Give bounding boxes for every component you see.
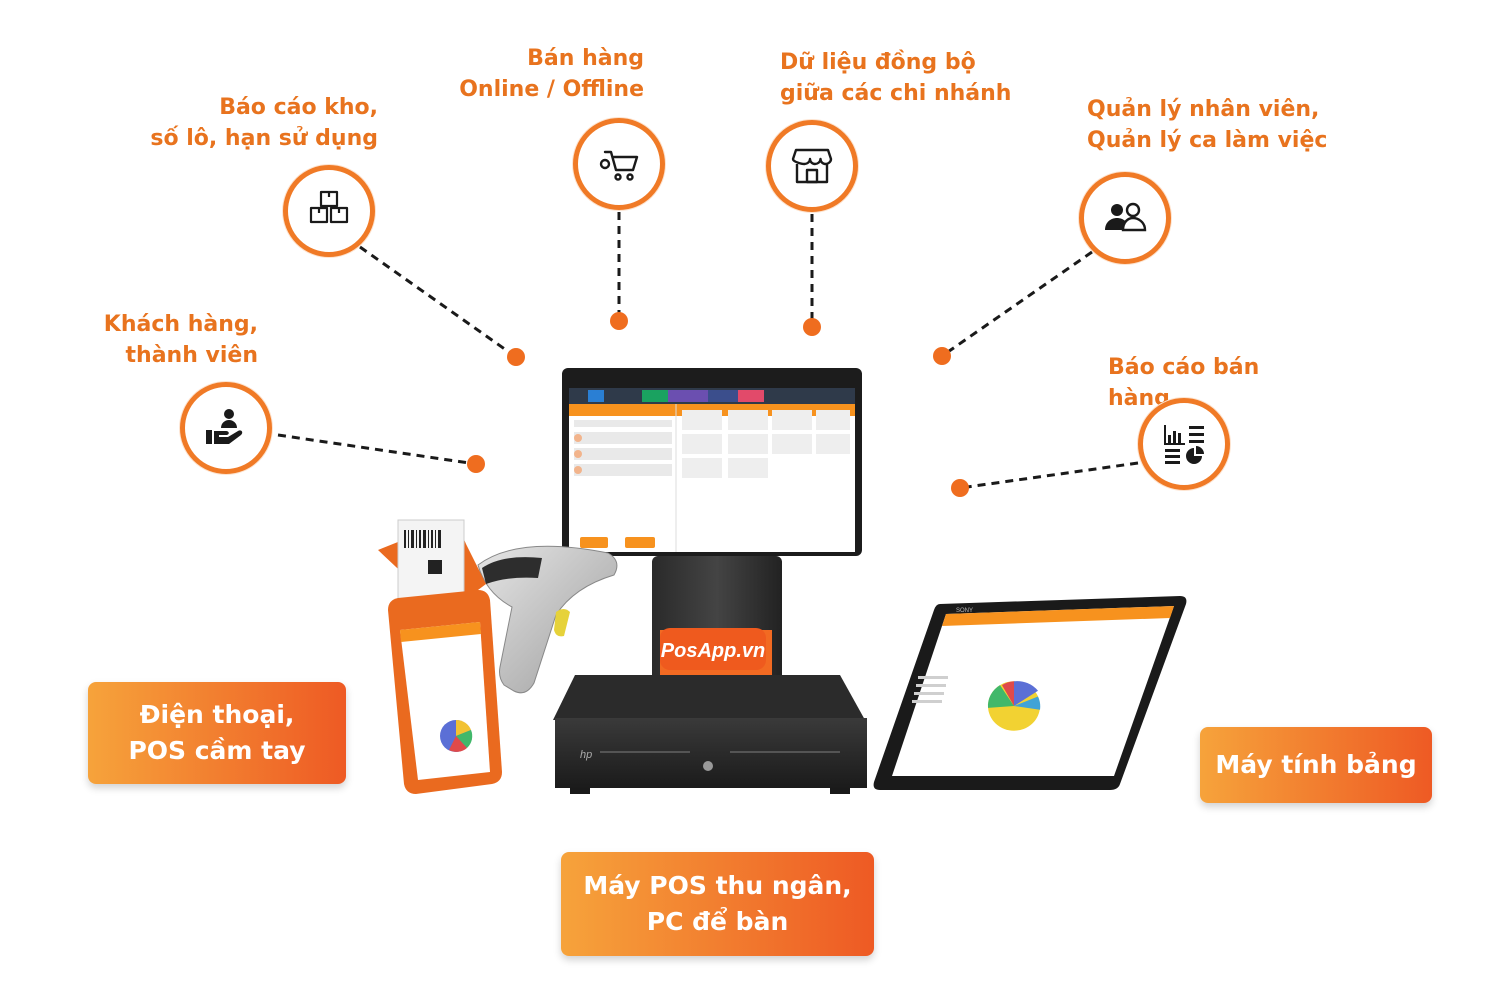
feature-branch-sync-label: Dữ liệu đồng bộ giữa các chi nhánh	[780, 50, 1012, 106]
drawer-logo: hp	[580, 749, 592, 761]
feature-customers-label: Khách hàng, thành viên	[103, 312, 258, 368]
customer-hand-icon	[206, 409, 243, 444]
device-phone-box: Điện thoại, POS cầm tay	[88, 682, 346, 784]
report-chart-icon	[1164, 425, 1204, 464]
shopping-cart-icon	[599, 150, 639, 181]
feature-sales-channel-ring	[573, 118, 665, 210]
users-icon	[1105, 202, 1147, 232]
device-desktop-box: Máy POS thu ngân, PC để bàn	[561, 852, 874, 956]
boxes-icon	[309, 190, 349, 224]
feature-customers-ring	[180, 382, 272, 474]
feature-warehouse-label: Báo cáo kho, số lô, hạn sử dụng	[150, 95, 378, 151]
feature-staff-ring	[1079, 172, 1171, 264]
dot-sales-report	[951, 479, 969, 497]
feature-branch-sync-ring	[766, 120, 858, 212]
feature-sales-report-ring	[1138, 398, 1230, 490]
logo-plate	[660, 628, 766, 670]
barcode-scanner	[477, 545, 618, 694]
dot-sales-channel	[610, 312, 628, 330]
brand-logo: PosApp.vn	[661, 640, 765, 662]
dot-branch-sync	[803, 318, 821, 336]
store-icon	[791, 148, 833, 184]
feature-staff-label: Quản lý nhân viên, Quản lý ca làm việc	[1087, 97, 1328, 153]
connector-sales-report	[959, 461, 1139, 490]
feature-warehouse-ring	[283, 165, 375, 257]
dot-customers	[467, 455, 485, 473]
feature-sales-channel-label: Bán hàng Online / Offline	[459, 46, 644, 102]
dot-warehouse	[507, 348, 525, 366]
connector-warehouse	[359, 245, 517, 359]
connector-customers	[277, 433, 477, 466]
feature-sales-report-label: Báo cáo bán hàng	[1108, 355, 1260, 411]
device-tablet-box: Máy tính bảng	[1200, 727, 1432, 803]
connector-staff	[941, 250, 1093, 358]
pos-terminal: PosApp.vn hp	[553, 368, 867, 794]
dot-staff	[933, 347, 951, 365]
tablet: SONY	[873, 596, 1187, 790]
cash-drawer-top	[553, 675, 865, 720]
handheld-pos	[378, 519, 502, 794]
tablet-brand: SONY	[956, 608, 973, 614]
